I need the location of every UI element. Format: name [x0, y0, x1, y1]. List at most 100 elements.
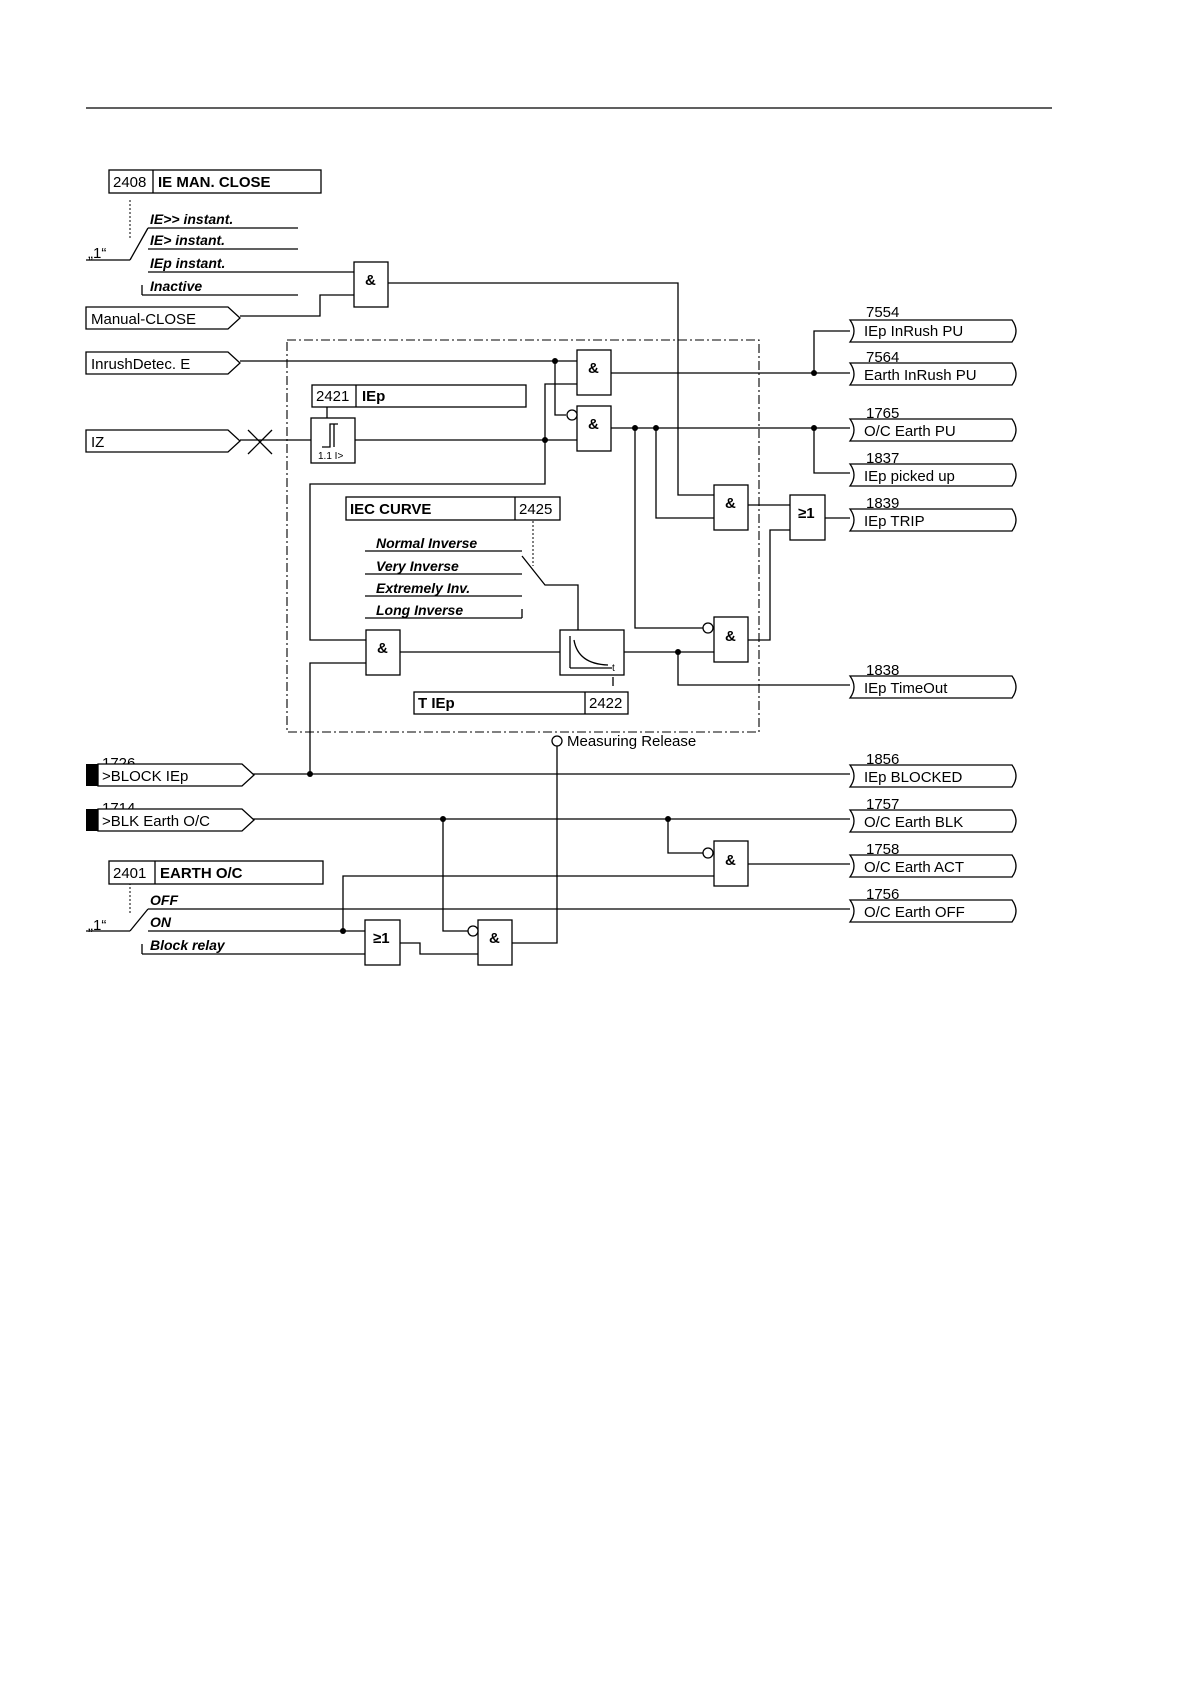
output-oc-earth-blk: 1757 O/C Earth BLK [848, 796, 1017, 833]
svg-text:EARTH O/C: EARTH O/C [160, 865, 243, 882]
svg-text:InrushDetec. E: InrushDetec. E [91, 356, 190, 373]
output-earth-inrush-pu: 7564 Earth InRush PU [848, 349, 1017, 386]
svg-text:1.1 I>: 1.1 I> [318, 451, 343, 462]
and-gate-earth-act: & [702, 840, 749, 887]
svg-text:1839: 1839 [866, 495, 899, 512]
svg-text:O/C Earth PU: O/C Earth PU [864, 423, 956, 440]
measuring-release: Measuring Release [551, 733, 696, 750]
svg-text:1838: 1838 [866, 662, 899, 679]
svg-text:O/C Earth ACT: O/C Earth ACT [864, 859, 964, 876]
option-off: OFF [150, 892, 178, 908]
and-gate-inrush: & [576, 349, 612, 396]
svg-text:Earth InRush PU: Earth InRush PU [864, 367, 977, 384]
svg-text:Manual-CLOSE: Manual-CLOSE [91, 311, 196, 328]
param-earth-oc: 2401 EARTH O/C [108, 860, 324, 885]
earth-options: OFF ON Block relay [150, 892, 226, 953]
option-ie: IE> instant. [150, 232, 225, 248]
option-on: ON [150, 914, 172, 930]
svg-text:&: & [588, 360, 599, 377]
param-iec-curve: IEC CURVE 2425 [345, 496, 561, 521]
and-gate-release: & [467, 919, 513, 966]
svg-text:IEp InRush PU: IEp InRush PU [864, 323, 963, 340]
svg-text:T IEp: T IEp [418, 695, 455, 712]
iz-cross [247, 429, 273, 455]
curve-long-inverse: Long Inverse [376, 602, 463, 618]
curve-options: Normal Inverse Very Inverse Extremely In… [376, 535, 477, 618]
svg-text:2421: 2421 [316, 388, 349, 405]
svg-text:IZ: IZ [91, 434, 104, 451]
and-gate-instant-trip: & [713, 484, 749, 531]
svg-text:Measuring Release: Measuring Release [567, 733, 696, 750]
output-oc-earth-off: 1756 O/C Earth OFF [848, 886, 1017, 923]
option-iep: IEp instant. [150, 255, 225, 271]
svg-text:IEp: IEp [362, 388, 385, 405]
svg-text:IEp TimeOut: IEp TimeOut [864, 680, 948, 697]
svg-text:>BLOCK IEp: >BLOCK IEp [102, 768, 188, 785]
default-mark-man-close: „1“ [88, 245, 106, 262]
man-close-options: IE>> instant. IE> instant. IEp instant. … [150, 211, 233, 294]
output-oc-earth-pu: 1765 O/C Earth PU [848, 405, 1017, 442]
inverse-time-block: t [559, 629, 625, 676]
svg-text:1837: 1837 [866, 450, 899, 467]
svg-text:IEC CURVE: IEC CURVE [350, 501, 431, 518]
wires [86, 200, 850, 955]
svg-text:IEp picked up: IEp picked up [864, 468, 955, 485]
svg-text:&: & [725, 495, 736, 512]
and-gate-delayed-trip: & [702, 616, 749, 663]
or-gate-release: ≥1 [364, 919, 401, 966]
and-gate-pickup: & [566, 405, 612, 452]
svg-text:IEp TRIP: IEp TRIP [864, 513, 925, 530]
svg-text:O/C Earth OFF: O/C Earth OFF [864, 904, 965, 921]
svg-text:2425: 2425 [519, 501, 552, 518]
input-blk-earth: 1714 >BLK Earth O/C [86, 800, 255, 832]
param-man-close: 2408 IE MAN. CLOSE [108, 169, 322, 194]
svg-text:7564: 7564 [866, 349, 899, 366]
svg-text:1757: 1757 [866, 796, 899, 813]
and-gate-timer: & [365, 629, 401, 676]
svg-text:≥1: ≥1 [798, 505, 815, 522]
and-gate-man-close: & [353, 261, 389, 308]
svg-text:2401: 2401 [113, 865, 146, 882]
measuring-release-frame [286, 339, 760, 733]
svg-text:&: & [588, 416, 599, 433]
output-iep-picked-up: 1837 IEp picked up [848, 450, 1017, 487]
output-oc-earth-act: 1758 O/C Earth ACT [848, 841, 1017, 878]
svg-text:&: & [365, 272, 376, 289]
input-inrush: InrushDetec. E [85, 351, 241, 375]
option-ie-high: IE>> instant. [150, 211, 233, 227]
option-block-relay: Block relay [150, 937, 226, 953]
svg-text:7554: 7554 [866, 304, 899, 321]
curve-extremely-inv: Extremely Inv. [376, 580, 470, 596]
param-t-iep: T IEp 2422 [413, 691, 629, 715]
param-iep: 2421 IEp [311, 384, 527, 408]
default-mark-earth: „1“ [88, 917, 106, 934]
svg-text:IEp BLOCKED: IEp BLOCKED [864, 769, 963, 786]
threshold-block: 1.1 I> [310, 417, 356, 464]
svg-text:≥1: ≥1 [373, 930, 390, 947]
svg-text:&: & [725, 628, 736, 645]
svg-text:IE MAN. CLOSE: IE MAN. CLOSE [158, 174, 271, 191]
svg-text:1856: 1856 [866, 751, 899, 768]
svg-text:>BLK Earth O/C: >BLK Earth O/C [102, 813, 210, 830]
input-iz: IZ [85, 429, 241, 453]
svg-text:1756: 1756 [866, 886, 899, 903]
junctions [307, 358, 817, 934]
output-iep-trip: 1839 IEp TRIP [848, 495, 1017, 532]
output-iep-timeout: 1838 IEp TimeOut [848, 662, 1017, 699]
svg-text:&: & [489, 930, 500, 947]
svg-text:2422: 2422 [589, 695, 622, 712]
svg-text:&: & [377, 640, 388, 657]
svg-text:t: t [612, 663, 615, 674]
or-gate-trip: ≥1 [789, 494, 826, 541]
option-inactive: Inactive [150, 278, 202, 294]
output-iep-blocked: 1856 IEp BLOCKED [848, 751, 1017, 788]
svg-text:1765: 1765 [866, 405, 899, 422]
input-block-iep: 1726 >BLOCK IEp [86, 755, 255, 787]
curve-very-inverse: Very Inverse [376, 558, 459, 574]
svg-text:&: & [725, 852, 736, 869]
output-iep-inrush-pu: 7554 IEp InRush PU [848, 304, 1017, 343]
svg-text:O/C Earth BLK: O/C Earth BLK [864, 814, 963, 831]
curve-normal-inverse: Normal Inverse [376, 535, 477, 551]
svg-text:1758: 1758 [866, 841, 899, 858]
